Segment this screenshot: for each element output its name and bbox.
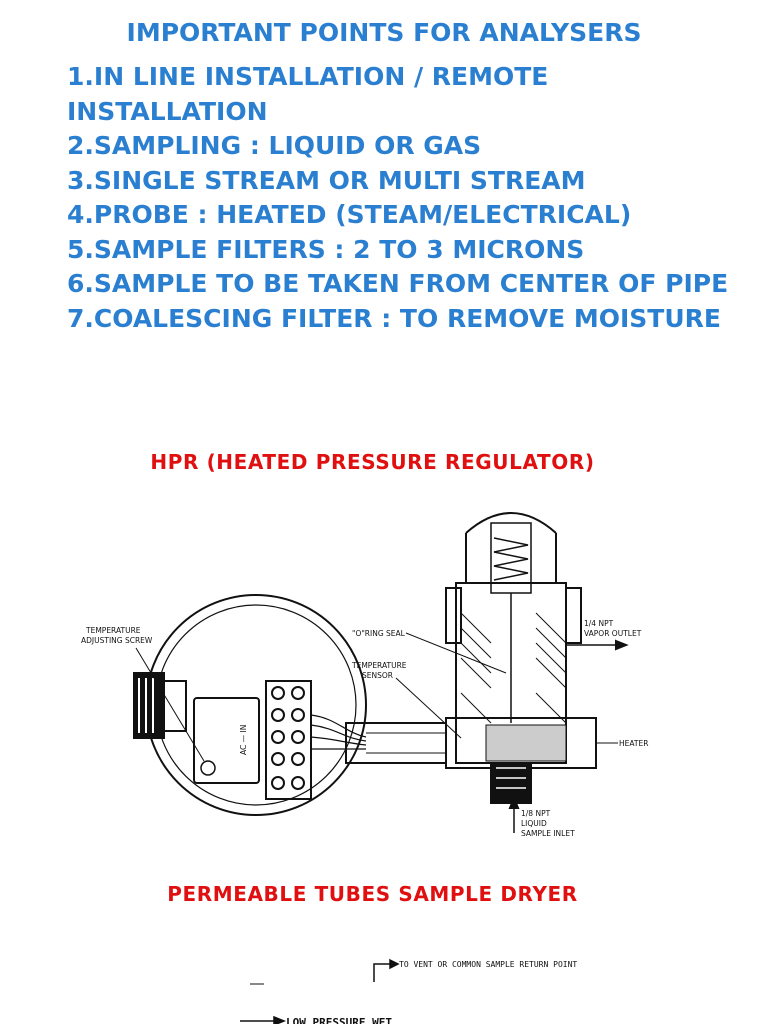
list-item: 7.COALESCING FILTER : TO REMOVE MOISTURE [67,303,721,333]
vent-line [373,963,396,982]
label-temp-sensor-1: TEMPERATURE [351,661,407,670]
hpr-diagram: TEMPERATURE ADJUSTING SCREW "O"RING SEAL… [81,512,648,838]
list-item: 2.SAMPLING : LIQUID OR GAS [67,131,482,160]
points-list: 1.IN LINE INSTALLATION / REMOTE INSTALLA… [67,60,757,336]
label-inlet-3: SAMPLE INLET [521,829,575,838]
label-temp-screw-2: ADJUSTING SCREW [81,636,153,645]
dryer-diagram: TO VENT OR COMMON SAMPLE RETURN POINT LO… [240,958,577,1024]
label-temp-sensor-2: SENSOR [362,671,393,680]
list-item: 1.IN LINE INSTALLATION / REMOTE INSTALLA… [67,62,549,126]
label-inlet-2: LIQUID [521,819,547,828]
label-temp-screw-1: TEMPERATURE [85,626,141,635]
control-box [193,697,260,784]
dryer-heading: PERMEABLE TUBES SAMPLE DRYER [167,882,578,906]
list-item: 6.SAMPLE TO BE TAKEN FROM CENTER OF PIPE [67,269,729,298]
connection-tube [345,722,447,764]
label-heater: HEATER [619,739,648,748]
page-title: IMPORTANT POINTS FOR ANALYSERS [126,18,642,47]
list-item: 3.SINGLE STREAM OR MULTI STREAM [67,165,586,195]
label-low-pressure: LOW PRESSURE WET [286,1016,392,1024]
hpr-heading: HPR (HEATED PRESSURE REGULATOR) [150,450,595,474]
terminal-strip [265,680,312,800]
label-vent: TO VENT OR COMMON SAMPLE RETURN POINT [399,960,577,969]
label-o-ring: "O"RING SEAL [352,629,406,638]
label-vapor-1: 1/4 NPT [584,619,614,628]
list-item: 5.SAMPLE FILTERS : 2 TO 3 MICRONS [67,234,585,264]
label-ac-in: AC — IN [239,725,248,755]
label-vapor-2: VAPOR OUTLET [584,629,642,638]
label-inlet-1: 1/8 NPT [521,809,551,818]
list-item: 4.PROBE : HEATED (STEAM/ELECTRICAL) [67,200,632,229]
